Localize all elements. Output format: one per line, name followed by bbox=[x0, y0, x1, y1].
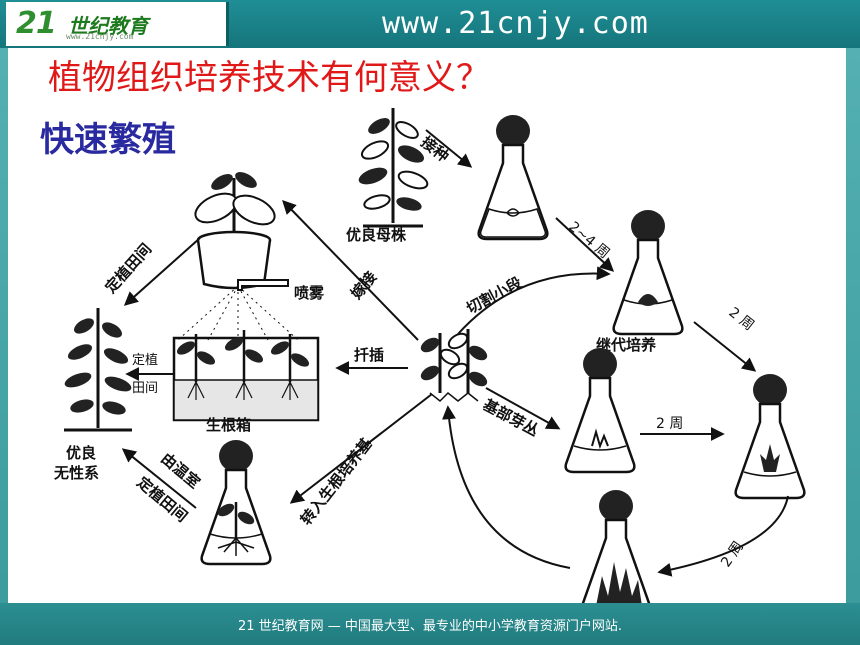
clone-field-plant bbox=[64, 308, 132, 432]
label-weeks-2-4: 2~4 周 bbox=[565, 219, 612, 262]
arrow-greenhouse-field bbox=[121, 448, 197, 509]
plantlet-cluster bbox=[420, 329, 488, 403]
label-rooting-medium: 转入生根培养基 bbox=[297, 434, 376, 529]
flask-inoculated bbox=[477, 115, 549, 241]
label-cutting: 扦插 bbox=[354, 346, 384, 364]
logo-mark: 21 bbox=[16, 6, 57, 41]
arrow-weeks-2-4 bbox=[555, 217, 615, 272]
arrow-transplant-field bbox=[123, 237, 201, 306]
label-field-plant-1: 定植 bbox=[132, 353, 158, 368]
arrow-rooting-medium bbox=[289, 393, 433, 504]
flask-bud-cluster bbox=[581, 490, 651, 603]
label-spray: 喷雾 bbox=[294, 284, 325, 302]
arrow-subculture-down bbox=[693, 321, 757, 372]
arrow-inoculate bbox=[425, 129, 473, 168]
label-weeks-2-b: 2 周 bbox=[656, 416, 683, 432]
site-logo[interactable]: 21 世纪教育 www.21cnjy.com bbox=[6, 2, 229, 46]
logo-text: 世纪教育 bbox=[68, 14, 148, 38]
label-weeks-2-a: 2 周 bbox=[726, 305, 757, 334]
slide-title: 植物组织培养技术有何意义？ bbox=[48, 58, 490, 98]
flask-basal-buds bbox=[564, 348, 636, 474]
arrow-graft bbox=[282, 199, 419, 341]
label-weeks-2-c: 2 周 bbox=[718, 539, 747, 571]
content-panel bbox=[8, 48, 846, 603]
header-bar: 21 世纪教育 www.21cnjy.com www.21cnjy.com bbox=[0, 0, 860, 48]
label-rooting-box: 生根箱 bbox=[206, 416, 251, 434]
flask-subculture bbox=[612, 210, 684, 336]
rooting-box bbox=[172, 279, 320, 422]
label-transplant-field: 定植田间 bbox=[102, 240, 156, 297]
arrow-cut-segments bbox=[457, 266, 611, 335]
label-cut-segments: 切割小段 bbox=[463, 273, 524, 317]
label-mother-plant: 优良母株 bbox=[346, 226, 407, 244]
label-graft: 嫁接 bbox=[347, 268, 381, 303]
label-clone-line2: 无性系 bbox=[53, 464, 99, 482]
label-subculture: 继代培养 bbox=[596, 336, 657, 354]
mother-plant bbox=[358, 108, 429, 228]
footer-text[interactable]: 21 世纪教育网 — 中国最大型、最专业的中小学教育资源门户网站. bbox=[237, 619, 623, 634]
tissue-culture-diagram: 优良母株 继代培养 bbox=[53, 108, 806, 603]
label-field-plant-2: 田间 bbox=[132, 381, 158, 396]
arrow-basal-buds bbox=[485, 387, 561, 430]
arrow-weeks-2-bottom bbox=[657, 495, 789, 577]
flask-rooting bbox=[200, 440, 272, 566]
footer-bar: 21 世纪教育网 — 中国最大型、最专业的中小学教育资源门户网站. bbox=[0, 603, 860, 645]
arrow-loop-return bbox=[441, 405, 571, 569]
label-clone-line1: 优良 bbox=[66, 444, 96, 462]
label-greenhouse: 由温室 bbox=[157, 449, 203, 492]
site-url[interactable]: www.21cnjy.com bbox=[382, 6, 649, 41]
potted-plant bbox=[194, 172, 276, 290]
slide-subtitle: 快速繁殖 bbox=[40, 120, 176, 160]
logo-subtext: www.21cnjy.com bbox=[66, 32, 134, 41]
flask-shoots-right bbox=[734, 374, 806, 500]
